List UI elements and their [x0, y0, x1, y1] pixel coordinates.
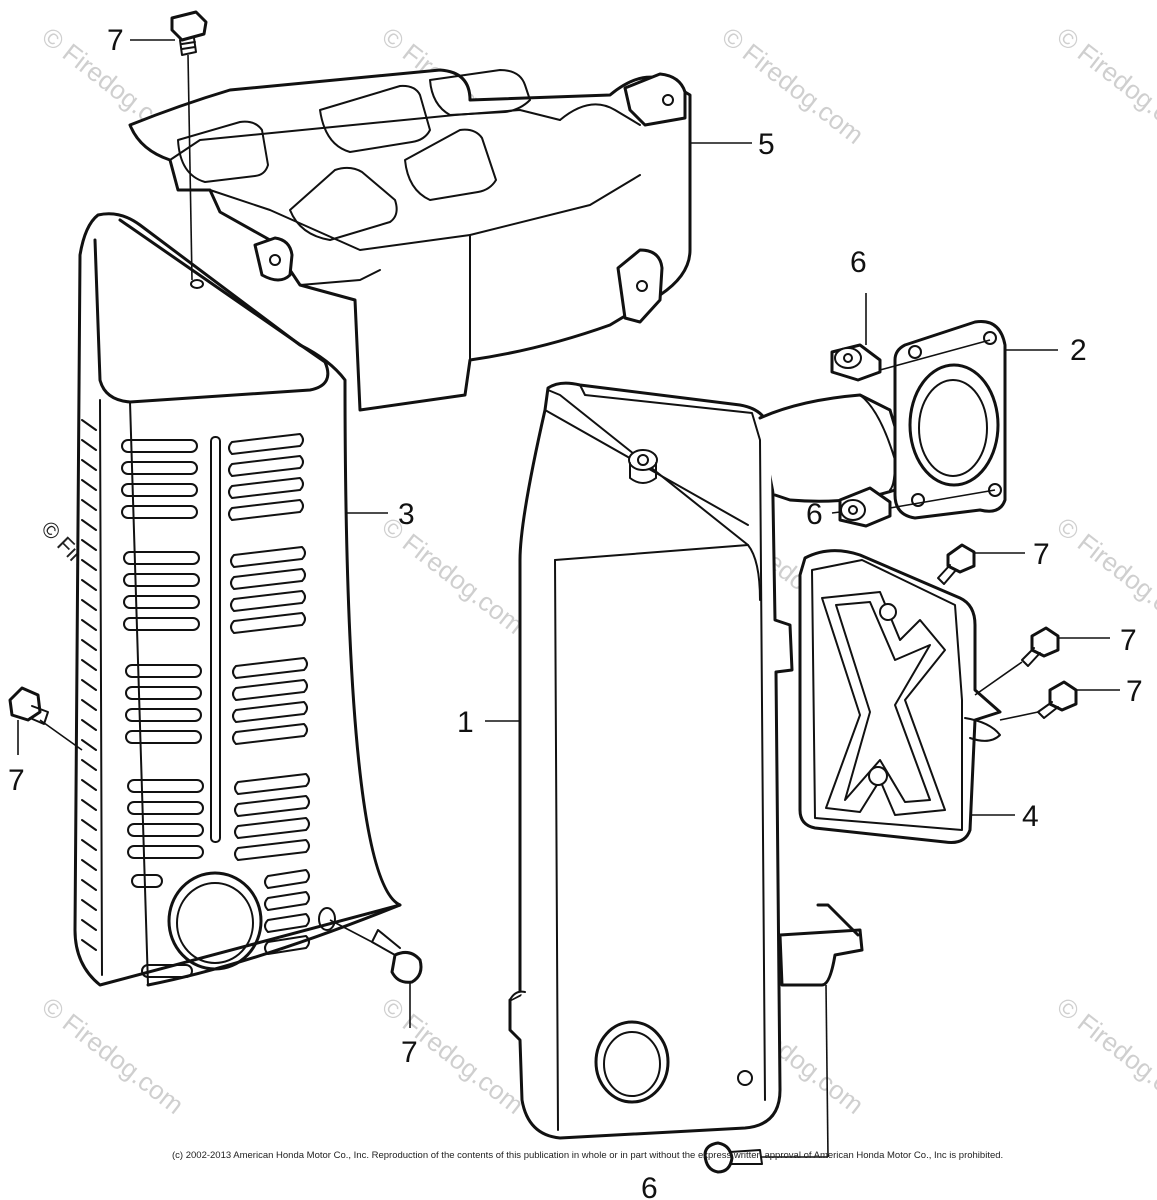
callout-7-top: 7: [107, 24, 124, 57]
watermark: © Firedog.com: [376, 991, 529, 1120]
watermark: © Firedog.com: [36, 991, 189, 1120]
bolt-bottom-left: [371, 929, 423, 984]
callout-7-plate-1: 7: [1033, 538, 1050, 571]
callout-7-plate-3: 7: [1126, 675, 1143, 708]
bolt-plate-2: [1021, 626, 1060, 667]
callout-7-plate-2: 7: [1120, 624, 1137, 657]
callout-7-left: 7: [8, 764, 25, 797]
bolt-top: [170, 10, 208, 56]
callout-4: 4: [1022, 800, 1039, 833]
callout-6-bottom: 6: [641, 1172, 658, 1200]
exhaust-cover: [128, 68, 692, 412]
callouts: 7 5 6 2 3 6 7 7 7 1 7 4 7 6: [8, 24, 1143, 1200]
nut-upper: [830, 343, 882, 382]
callout-7-bottom-left: 7: [401, 1036, 418, 1069]
callout-1: 1: [457, 706, 474, 739]
watermark: © Firedog.com: [1051, 511, 1157, 640]
callout-6-lower: 6: [806, 498, 823, 531]
nut-lower: [838, 486, 892, 528]
bolt-left: [8, 686, 49, 725]
leader-lines: [17, 39, 1120, 1158]
callout-5: 5: [758, 128, 775, 161]
heat-shield-plate: [798, 549, 1002, 844]
bolt-plate-3: [1037, 680, 1078, 719]
callout-6-upper: 6: [850, 246, 867, 279]
gasket: [893, 319, 1007, 520]
watermark: © Firedog.com: [716, 21, 869, 150]
bolt-plate-1: [937, 543, 976, 585]
watermark: © Firedog.com: [1051, 991, 1157, 1120]
callout-2: 2: [1070, 334, 1087, 367]
copyright-notice: (c) 2002-2013 American Honda Motor Co., …: [172, 1150, 1003, 1161]
muffler: [508, 381, 907, 1140]
callout-3: 3: [398, 498, 415, 531]
watermark: © Firedog.com: [1051, 21, 1157, 150]
muffler-protector: [73, 212, 402, 987]
